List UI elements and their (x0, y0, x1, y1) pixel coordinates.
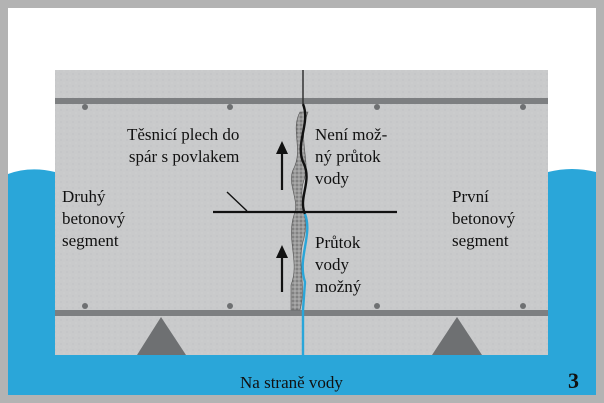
no-flow-label: Není mož- ný průtok vody (315, 125, 388, 188)
segment-left-label: Druhý betonový segment (62, 187, 126, 250)
water-side-caption: Na straně vody (240, 373, 343, 392)
segment-right-label: První betonový segment (452, 187, 516, 250)
sealing-sheet-label: Těsnicí plech do spár s povlakem (127, 125, 240, 166)
flow-label: Průtok vody možný (315, 233, 362, 296)
sealing-sheet-leader (226, 191, 248, 212)
flow-arrow-upper-icon (276, 141, 288, 190)
figure-number: 3 (568, 368, 579, 393)
rebar-dots (82, 104, 526, 309)
support-right-icon (432, 317, 482, 355)
flow-arrow-lower-icon (276, 245, 288, 292)
rebar-bottom (55, 310, 548, 316)
rebar-top (55, 98, 548, 104)
support-left-icon (137, 317, 186, 355)
water-area (8, 169, 596, 395)
joint-water-path (301, 213, 309, 355)
joint-crack (299, 103, 308, 215)
